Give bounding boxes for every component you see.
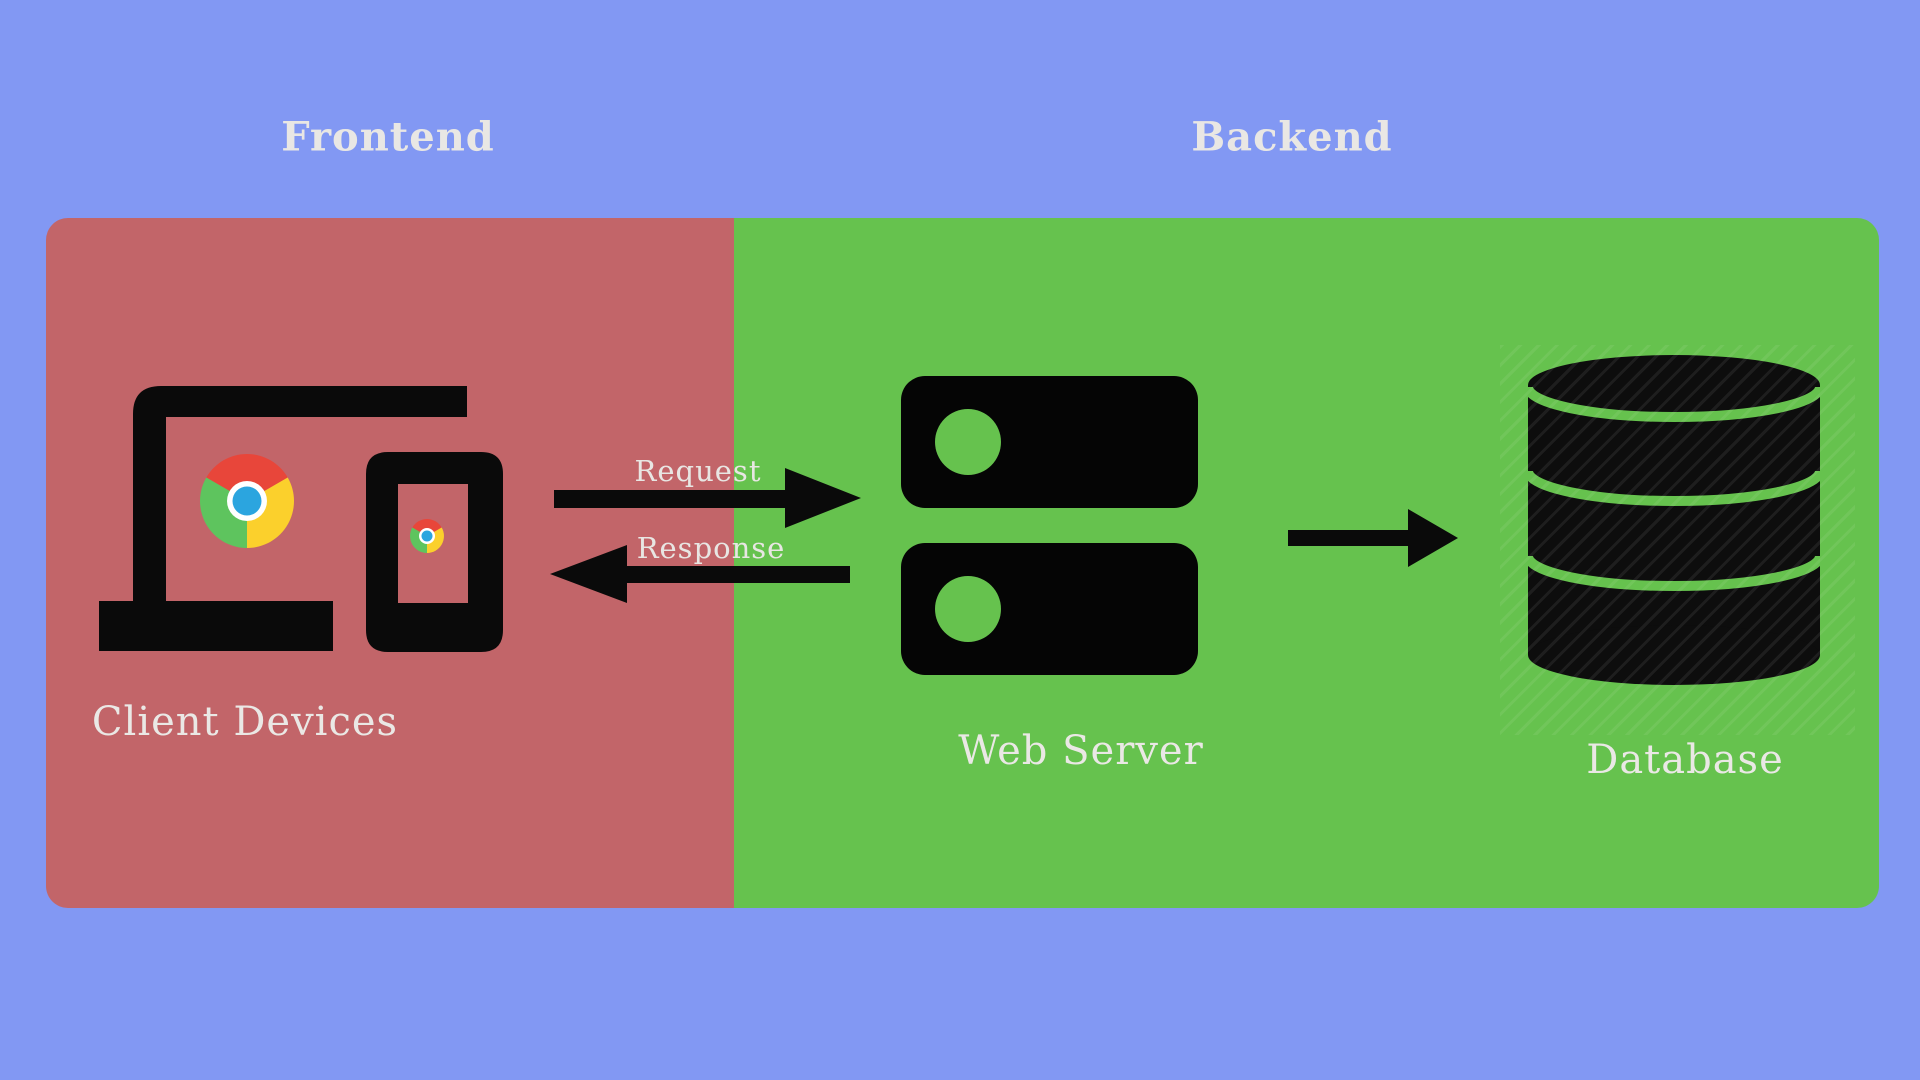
web-server-label: Web Server bbox=[958, 728, 1204, 774]
request-arrow-label: Request bbox=[634, 454, 762, 488]
database-cylinder-icon bbox=[1528, 355, 1820, 685]
chrome-logo-icon bbox=[200, 454, 294, 548]
server-led-icon bbox=[935, 409, 1001, 475]
laptop-icon bbox=[99, 386, 467, 651]
smartphone-icon bbox=[366, 452, 503, 652]
server-led-icon bbox=[935, 576, 1001, 642]
chrome-logo-small-icon bbox=[410, 519, 444, 553]
request-arrow-icon bbox=[554, 468, 861, 528]
database-label: Database bbox=[1586, 737, 1784, 783]
web-server-icon bbox=[901, 376, 1198, 675]
response-arrow-icon bbox=[550, 545, 850, 603]
server-to-database-arrow-icon bbox=[1288, 509, 1458, 567]
client-devices-icon bbox=[99, 386, 503, 652]
client-devices-label: Client Devices bbox=[91, 699, 399, 745]
backend-section-title: Backend bbox=[1191, 113, 1393, 161]
response-arrow-label: Response bbox=[636, 531, 786, 565]
frontend-section-title: Frontend bbox=[281, 113, 495, 161]
